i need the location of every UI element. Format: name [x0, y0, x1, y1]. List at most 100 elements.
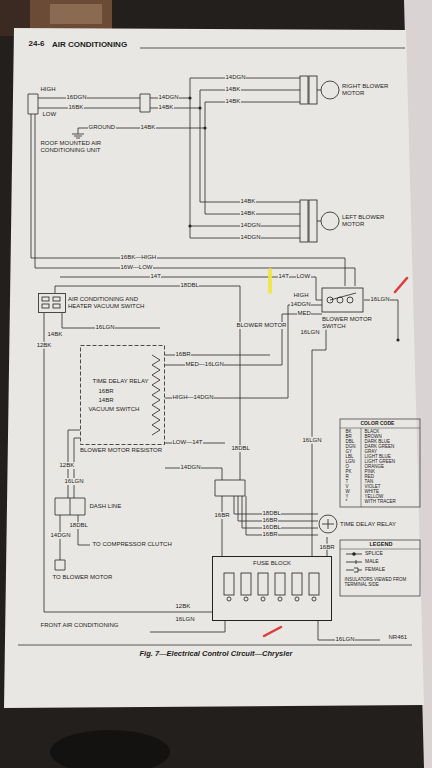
- wire-label: TO BLOWER MOTOR: [52, 574, 113, 581]
- component-symbol: [38, 293, 66, 313]
- wire-label: TIME DELAY RELAY: [92, 378, 149, 385]
- component-label: AIR CONDITIONING AND HEATER VACUUM SWITC…: [68, 296, 163, 310]
- motor-symbol: [321, 212, 339, 230]
- table-cell: TAN: [364, 480, 374, 485]
- wire-label: LEGEND: [369, 542, 393, 548]
- wire-label: 16DGN: [66, 94, 87, 101]
- wire-label: TO COMPRESSOR CLUTCH: [92, 541, 172, 548]
- wire-label: 16LGN: [64, 478, 84, 485]
- component-text: RIGHT BLOWER MOTOR: [342, 83, 390, 97]
- splice-dot: [396, 338, 399, 341]
- component: LEFT BLOWER MOTOR: [300, 200, 390, 242]
- legend-box: [340, 540, 420, 596]
- wire-label: 14BK: [140, 124, 156, 131]
- wire-label: 18DBL: [262, 510, 281, 517]
- page-heading: AIR CONDITIONING: [52, 40, 127, 49]
- wire-label: MED: [297, 310, 311, 317]
- table-cell: DARK BLUE: [364, 440, 391, 445]
- component: TIME DELAY RELAY: [318, 511, 396, 537]
- table-cell: DBL: [345, 440, 355, 445]
- figure-caption: Fig. 7—Electrical Control Circuit—Chrysl…: [100, 649, 332, 658]
- wire-label: ROOF MOUNTED AIR CONDITIONING UNIT: [40, 140, 116, 153]
- wire-label: 16BK: [68, 104, 84, 111]
- component-text: TIME DELAY RELAY: [340, 521, 396, 528]
- wire-label: NR461: [388, 634, 408, 641]
- component: BLOWER MOTOR RESISTOR: [80, 345, 165, 454]
- table-cell: BK: [345, 430, 352, 435]
- table-cell: V: [345, 485, 349, 490]
- table-cell: LBL: [345, 455, 354, 460]
- book-page: [4, 28, 424, 708]
- table-rule: [340, 549, 420, 550]
- table-cell: RED: [364, 475, 375, 480]
- color-code-table: [340, 419, 420, 507]
- resistor-outline: [81, 346, 165, 445]
- switch-port: [42, 304, 49, 308]
- wire-label: 16BR: [262, 531, 278, 538]
- fuse-symbol: [275, 573, 285, 595]
- legend-sample: [346, 567, 362, 573]
- table-cell: O: [345, 465, 350, 470]
- wire-label: 14DGN: [158, 94, 179, 101]
- legend-row: FEMALE: [346, 567, 385, 573]
- wire-label: 14BK: [240, 210, 256, 217]
- table-cell: BROWN: [364, 435, 382, 440]
- wire-label: 18DBL: [180, 282, 199, 289]
- fuse-symbol: [224, 573, 234, 595]
- component-label: TIME DELAY RELAY: [340, 521, 396, 528]
- table-cell: GRAY: [364, 450, 377, 455]
- shadow: [50, 730, 170, 768]
- table-cell: LIGHT BLUE: [364, 455, 391, 460]
- component-label: RIGHT BLOWER MOTOR: [342, 83, 390, 97]
- table-cell: PINK: [364, 470, 376, 475]
- wire-label: 14BK: [47, 331, 63, 338]
- wire-label: 16LGN: [370, 296, 390, 303]
- switch-port: [53, 297, 60, 301]
- wire-label: 16LGN: [301, 437, 322, 444]
- switch-symbol: [322, 288, 363, 312]
- relay-contact: [322, 519, 334, 529]
- wire-label: 16BK—HIGH: [120, 254, 157, 261]
- wire-label: 14BK: [225, 86, 241, 93]
- wire-label: MED—16LGN: [185, 361, 224, 368]
- component: FUSE BLOCK: [212, 556, 332, 621]
- splice-dot: [198, 106, 201, 109]
- table-cell: Y: [345, 495, 349, 500]
- table-cell: R: [345, 475, 349, 480]
- wire-label: VACUUM SWITCH: [88, 406, 140, 413]
- wire-label: 12BK: [175, 603, 191, 610]
- splice-dot: [188, 224, 191, 227]
- wiring: [31, 78, 398, 640]
- desk-object: [30, 0, 112, 30]
- male-terminal: [346, 560, 362, 564]
- female-terminal: [346, 568, 362, 572]
- motor-lead: [317, 221, 321, 222]
- component-text: LEFT BLOWER MOTOR: [342, 214, 390, 228]
- wire-label: 16LGN: [95, 324, 115, 331]
- wire-label: 14BK: [225, 98, 241, 105]
- table-cell: DARK GREEN: [364, 445, 395, 450]
- fuse-symbol: [292, 573, 302, 595]
- table-cell: WITH TRACER: [364, 500, 396, 505]
- table-cell: LIGHT GREEN: [364, 460, 395, 465]
- connector-symbol: [300, 76, 308, 104]
- legend-text: SPLICE: [365, 551, 383, 557]
- splice-dot: [352, 552, 356, 556]
- table-cell: *: [345, 500, 348, 505]
- fuse-terminal: [261, 597, 265, 601]
- wire-label: 16LGN: [300, 329, 320, 336]
- splice-dot: [203, 126, 206, 129]
- fuse-symbol: [258, 573, 268, 595]
- motor-symbol: [321, 81, 339, 99]
- wire-label: BLOWER MOTOR: [236, 322, 287, 329]
- component-symbol: [300, 76, 340, 104]
- connector-symbol: [28, 94, 245, 570]
- fuse-terminal: [227, 597, 231, 601]
- legend-row: MALE: [346, 559, 379, 565]
- legend-sample: [346, 559, 362, 565]
- wire-label: 16BR: [262, 517, 278, 524]
- wire-label: HIGH—14DGN: [172, 394, 214, 401]
- component-text: AIR CONDITIONING AND HEATER VACUUM SWITC…: [68, 296, 163, 310]
